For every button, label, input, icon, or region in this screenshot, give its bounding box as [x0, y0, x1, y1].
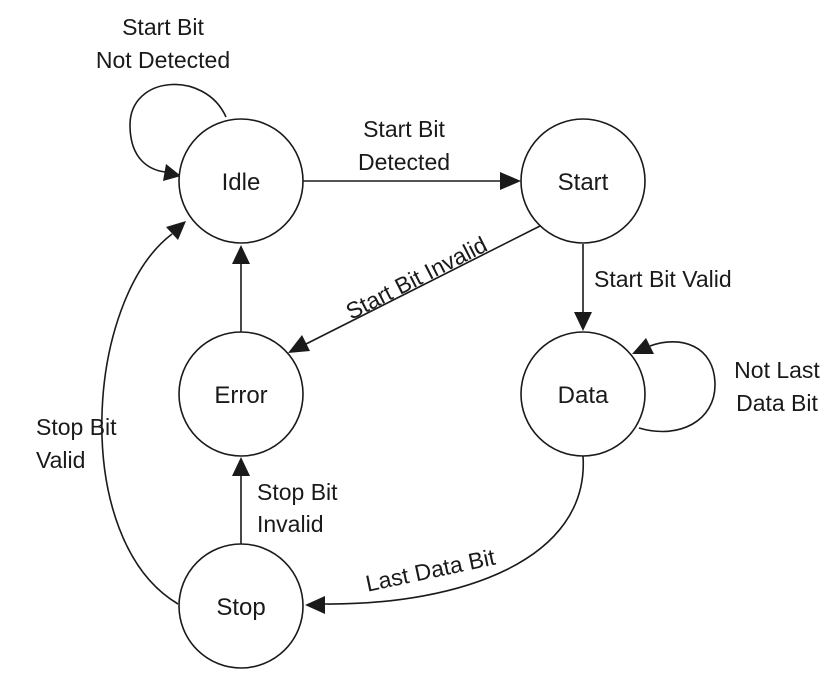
state-data-label: Data	[558, 382, 609, 409]
label-data-to-stop: Last Data Bit	[363, 544, 498, 597]
label-stop-to-idle-line1: Stop Bit	[36, 414, 117, 440]
state-stop	[178, 543, 304, 669]
arrowhead-stop-to-error	[232, 457, 250, 476]
arrowhead-start-to-error	[288, 335, 310, 353]
arrowhead-idle-self	[163, 164, 181, 181]
state-error-label: Error	[214, 382, 267, 409]
state-data	[520, 331, 646, 457]
edge-idle-self-loop	[129, 83, 227, 173]
arrowhead-data-to-stop	[305, 596, 325, 614]
state-start-label: Start	[558, 169, 609, 196]
label-start-to-error: Start Bit Invalid	[342, 231, 492, 324]
label-stop-to-error-line2: Invalid	[257, 511, 323, 537]
edge-data-to-stop	[324, 455, 584, 605]
label-start-to-data: Start Bit Valid	[594, 266, 732, 292]
state-idle-label: Idle	[222, 169, 261, 196]
state-idle	[178, 118, 304, 244]
arrowhead-start-to-data	[574, 312, 592, 331]
arrowhead-stop-to-idle	[166, 221, 186, 240]
state-start	[520, 118, 646, 244]
label-idle-self-line1: Start Bit	[122, 14, 204, 40]
label-stop-to-idle-line2: Valid	[36, 447, 85, 473]
arrowhead-idle-to-start	[500, 172, 521, 190]
arrowhead-data-self	[632, 338, 654, 354]
edge-start-to-error	[305, 225, 541, 345]
state-stop-label: Stop	[216, 594, 265, 621]
arrowhead-error-to-idle	[232, 245, 250, 264]
label-data-self-line1: Not Last	[734, 357, 820, 383]
label-data-self-line2: Data Bit	[736, 390, 818, 416]
label-idle-self-line2: Not Detected	[96, 47, 230, 73]
label-idle-to-start-line1: Start Bit	[363, 116, 445, 142]
label-idle-to-start-line2: Detected	[358, 149, 450, 175]
edge-data-self-loop	[638, 341, 716, 433]
edge-stop-to-idle	[101, 233, 179, 605]
state-error	[178, 331, 304, 457]
label-stop-to-error-line1: Stop Bit	[257, 479, 338, 505]
